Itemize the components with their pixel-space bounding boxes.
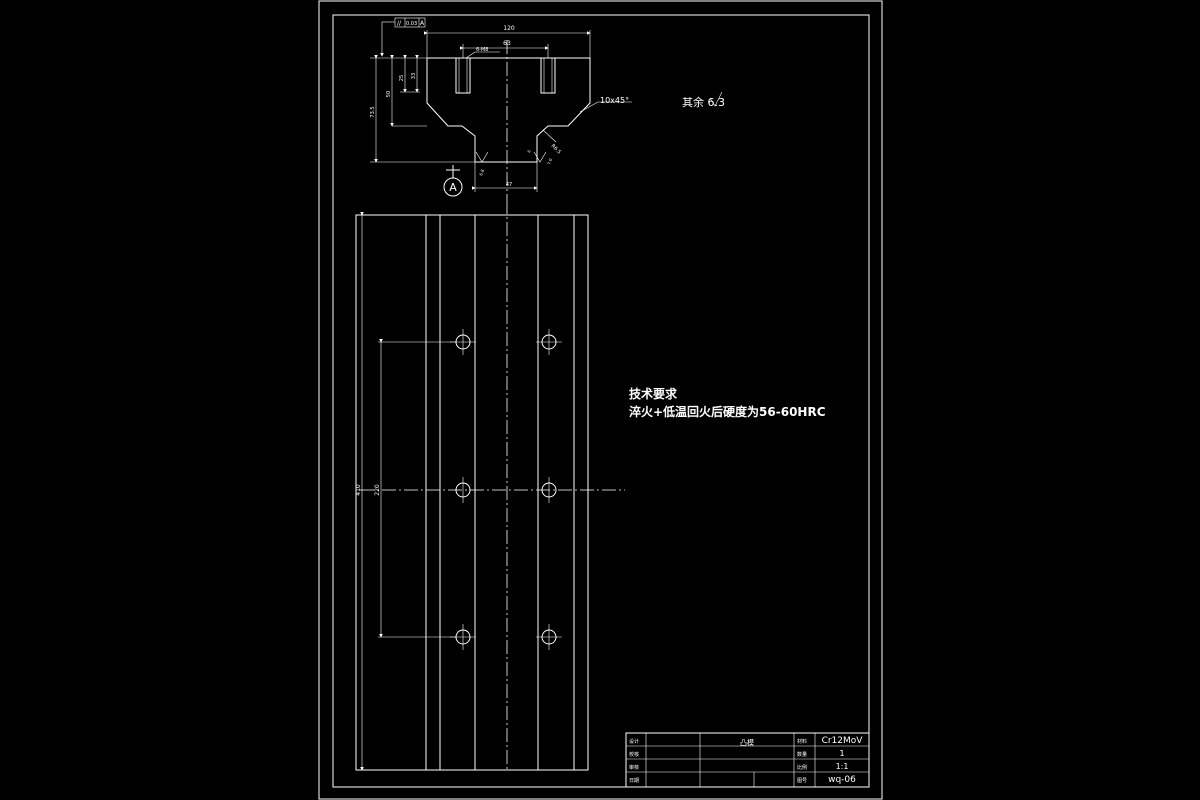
- dim-stem-width: 47: [506, 182, 512, 188]
- tb-scale-label: 比例: [797, 764, 807, 771]
- surface-note: 其余 6.3: [682, 95, 725, 109]
- tb-qty-label: 数量: [797, 751, 807, 758]
- tb-scale: 1:1: [836, 762, 849, 771]
- dim-flange-h1: 25: [399, 75, 405, 81]
- dim-small-c: 7.0: [546, 157, 553, 165]
- sheet-outer-border: [318, 0, 883, 800]
- tech-requirements: 技术要求 淬火+低温回火后硬度为56-60HRC: [629, 386, 826, 419]
- dim-holes-label: 6-M8: [476, 47, 488, 53]
- datum-a-symbol: A: [443, 165, 463, 197]
- svg-text:A: A: [420, 20, 425, 27]
- sheet-inner-border: [332, 14, 870, 788]
- tb-material-label: 材料: [797, 738, 807, 745]
- dim-small-a: 6.8: [478, 168, 485, 176]
- hole-6: [536, 624, 562, 650]
- tb-row1-label: 设计: [629, 738, 639, 745]
- tb-part-name: 凸模: [740, 738, 754, 747]
- section-hole-left: [455, 57, 471, 94]
- dim-small-b: 6: [526, 149, 532, 154]
- hole-3: [455, 477, 471, 503]
- tb-row2-label: 校核: [629, 751, 639, 758]
- tech-line-1: 淬火+低温回火后硬度为56-60HRC: [629, 404, 826, 419]
- svg-text:0.03: 0.03: [406, 21, 417, 27]
- dim-height-total: 73.5: [370, 106, 376, 117]
- tb-row3-label: 审核: [629, 764, 639, 771]
- section-hole-right: [540, 57, 556, 94]
- dim-hole-spacing: 63: [503, 40, 511, 47]
- section-view: 120 63 6-M8 // 0.03 A 25 33 50: [370, 17, 725, 200]
- tb-drawing-no-label: 图号: [797, 778, 807, 784]
- gdt-frame: // 0.03 A: [380, 17, 426, 57]
- svg-text://: //: [397, 20, 402, 27]
- plan-outline: [355, 214, 589, 771]
- tb-qty: 1: [839, 749, 844, 758]
- dim-chamfer: 10x45°: [600, 96, 629, 105]
- tb-row4-label: 日期: [629, 778, 639, 784]
- dim-top-width: 120: [503, 25, 515, 32]
- plan-view: 220 410: [355, 200, 625, 771]
- hole-4: [541, 477, 557, 503]
- hole-2: [536, 329, 562, 355]
- tech-title: 技术要求: [629, 386, 678, 401]
- dim-fillet: R6.5: [550, 143, 562, 155]
- dim-height-50: 50: [386, 91, 392, 97]
- dim-flange-h2: 33: [411, 73, 417, 79]
- dim-hole-spacing-long: 220: [374, 484, 381, 496]
- dim-plan-length: 410: [355, 484, 362, 496]
- svg-text:A: A: [449, 181, 457, 194]
- title-block: 设计 校核 审核 日期 凸模 材料 数量 比例 图号 Cr12MoV 1 1:1…: [625, 732, 870, 788]
- tb-drawing-no: wq-06: [828, 775, 856, 785]
- section-profile: [426, 57, 591, 163]
- tb-material: Cr12MoV: [822, 736, 864, 746]
